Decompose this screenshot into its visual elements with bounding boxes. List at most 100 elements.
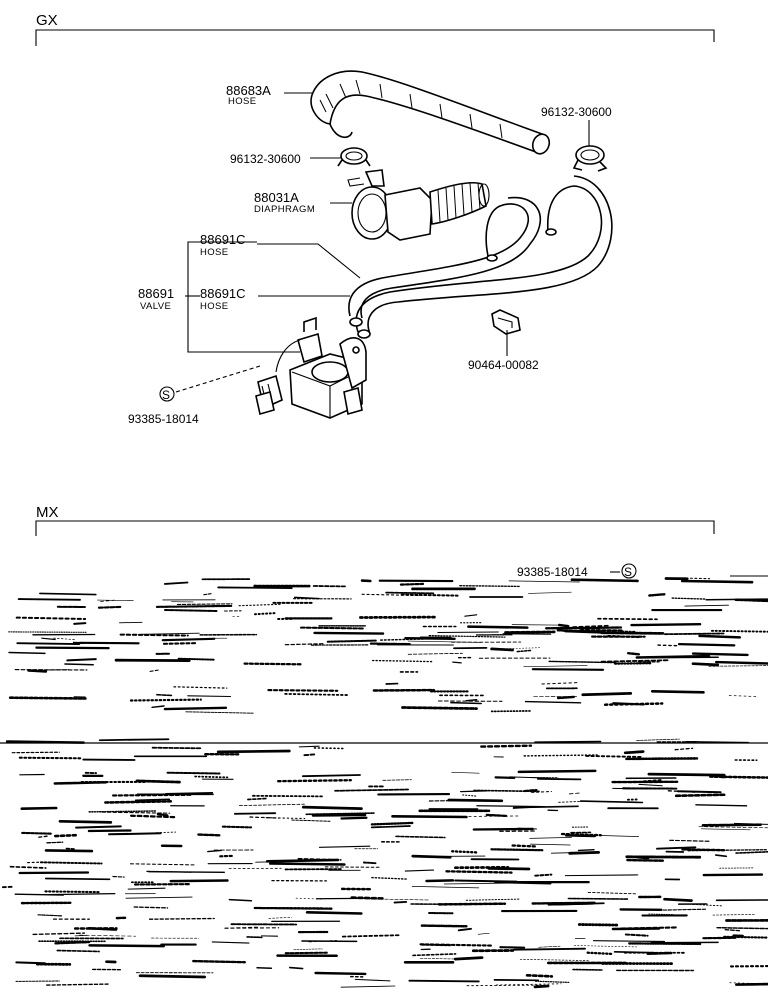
scan-streak [15,961,46,965]
scan-streak [465,898,521,901]
scan-streak [169,879,229,883]
scan-streak [284,693,350,696]
label-diaphragm-name: DIAPHRAGM [254,204,315,215]
scan-streak [217,586,293,590]
scan-streak [465,699,478,702]
scan-streak [112,875,125,878]
scan-streak [203,592,214,596]
scan-streak [570,578,639,583]
scan-streak [466,984,543,987]
scan-streak [269,862,346,866]
scan-streak [284,643,326,646]
scan-streak [548,660,617,664]
scan-streak [53,781,107,785]
label-hose-upper-number: 88683A [226,83,271,98]
scan-streak [600,835,640,837]
scan-streak [712,914,756,916]
scan-streak [140,632,200,635]
scan-streak [88,810,157,813]
scan-streak [490,710,533,713]
scan-streak [691,662,720,667]
scan-streak [708,665,768,667]
mx-degraded-scan-area [0,577,768,989]
scan-streak [579,628,625,632]
scan-streak [728,695,757,697]
scan-streak [443,882,523,885]
label-clamp-left-number: 96132-30600 [230,152,301,166]
scan-streak [513,947,586,951]
scan-streak [684,604,729,607]
scan-streak [459,585,521,588]
scan-streak [657,644,678,647]
scan-streak [464,614,478,617]
scan-streak [156,812,169,817]
scan-streak [138,974,206,979]
scan-streak [650,689,705,694]
scan-streak [165,792,214,795]
scan-streak [534,873,553,877]
label-clip-number: 90464-00082 [468,358,539,372]
diaphragm-drawing [347,169,490,241]
scan-streak [573,945,637,948]
scan-streak [625,757,699,761]
scan-streak [44,877,111,881]
scan-streak [401,706,478,710]
scan-streak [11,751,60,754]
scan-streak [216,749,291,754]
scan-streak [587,891,637,895]
scan-streak [680,579,754,584]
scan-streak [450,701,482,705]
screw-symbol: S [159,386,175,402]
scan-streak [97,599,134,601]
scan-streak [162,642,199,645]
scan-streak [454,879,518,883]
scan-streak [156,831,176,834]
scan-streak [192,959,246,964]
scan-streak [724,928,741,932]
gx-section-bracket [35,29,715,46]
scan-streak [411,885,480,889]
scan-streak [341,934,401,938]
scan-streak [531,790,552,793]
scan-streak [15,616,87,621]
scan-streak [485,813,508,818]
scan-streak [134,798,171,802]
scan-streak [340,816,368,820]
mx-screw-symbol: S [621,563,637,579]
scan-streak [735,982,768,986]
scan-streak [642,779,663,783]
scan-streak [58,819,113,824]
scan-streak [127,887,166,890]
scan-streak [533,984,550,989]
scan-streak [32,932,86,936]
scan-streak [534,980,570,984]
scan-streak [603,702,664,706]
scan-streak [531,901,597,905]
scan-streak [620,926,679,930]
scan-streak [288,966,304,970]
mx-screw-symbol-letter: S [624,565,632,579]
scan-streak [577,848,595,852]
scan-streak [39,592,97,596]
scan-streak [716,926,768,930]
scan-streak [41,637,56,641]
scan-streak [664,632,725,636]
scan-streak [714,854,728,858]
scan-streak [53,637,75,640]
scan-streak [64,663,94,666]
scan-streak [701,823,762,827]
scan-streak [125,896,193,899]
scan-streak [607,634,642,639]
gx-section-title: GX [36,12,58,29]
label-hose-lower-number: 88691C [200,286,246,301]
scan-streak [176,603,233,606]
scan-streak [600,631,665,635]
scan-streak [299,626,366,630]
scan-streak [428,799,471,802]
scan-streak [695,804,748,807]
scan-streak [393,900,408,904]
scan-streak [75,825,122,829]
scan-streak [18,756,82,760]
scan-streak [326,639,377,643]
upper-hose-drawing [310,70,551,155]
